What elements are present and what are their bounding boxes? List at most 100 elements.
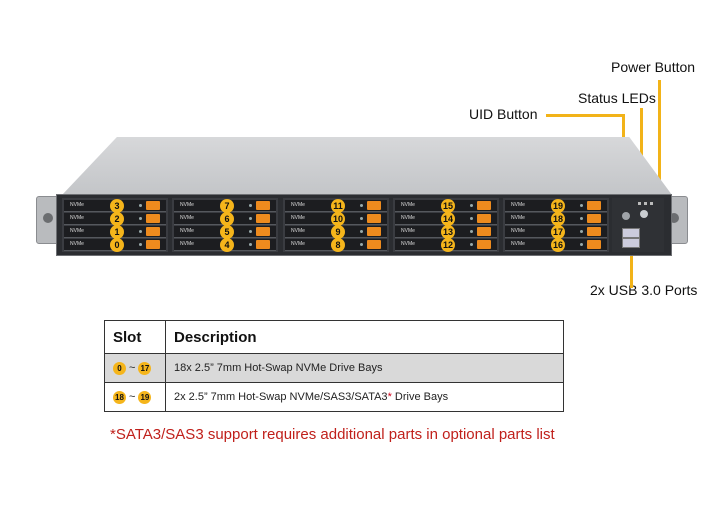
uid-button[interactable] (622, 212, 630, 220)
drive-led-icon (470, 204, 473, 207)
drive-bay[interactable]: NVMe 9 (285, 225, 387, 239)
status-led-icon (650, 202, 653, 205)
slot-badge: 17 (138, 361, 152, 375)
table-row: 0~17 18x 2.5” 7mm Hot-Swap NVMe Drive Ba… (104, 353, 564, 383)
drive-latch[interactable] (256, 201, 270, 210)
drive-led-icon (360, 217, 363, 220)
slot-description-table: Slot Description 0~17 18x 2.5” 7mm Hot-S… (104, 320, 564, 412)
usb-port (622, 228, 640, 238)
leader-leds (640, 108, 643, 196)
drive-latch[interactable] (477, 227, 491, 236)
nvme-tag: NVMe (180, 215, 194, 221)
drive-latch[interactable] (367, 227, 381, 236)
status-led-icon (644, 202, 647, 205)
nvme-tag: NVMe (291, 228, 305, 234)
nvme-tag: NVMe (291, 202, 305, 208)
drive-latch[interactable] (367, 214, 381, 223)
nvme-tag: NVMe (70, 215, 84, 221)
slot-number-badge: 11 (331, 199, 345, 213)
power-button[interactable] (640, 210, 648, 218)
nvme-tag: NVMe (401, 202, 415, 208)
nvme-tag: NVMe (511, 215, 525, 221)
drive-led-icon (470, 217, 473, 220)
leader-usb (630, 238, 633, 288)
drive-latch[interactable] (146, 201, 160, 210)
drive-latch[interactable] (477, 201, 491, 210)
drive-led-icon (580, 230, 583, 233)
slot-number-badge: 9 (331, 225, 345, 239)
drive-latch[interactable] (146, 227, 160, 236)
drive-latch[interactable] (477, 240, 491, 249)
drive-bay[interactable]: NVMe 1 (64, 225, 166, 239)
slot-range: 18~19 (104, 382, 166, 412)
drive-led-icon (580, 217, 583, 220)
drive-led-icon (580, 243, 583, 246)
nvme-tag: NVMe (511, 228, 525, 234)
drive-latch[interactable] (477, 214, 491, 223)
drive-led-icon (360, 204, 363, 207)
drive-latch[interactable] (587, 240, 601, 249)
drive-latch[interactable] (146, 214, 160, 223)
drive-bay[interactable]: NVMe 11 (285, 199, 387, 213)
asterisk: * (387, 391, 392, 403)
header-slot: Slot (104, 320, 166, 354)
drive-led-icon (470, 243, 473, 246)
slot-number-badge: 10 (331, 212, 345, 226)
slot-number-badge: 7 (220, 199, 234, 213)
drive-led-icon (249, 217, 252, 220)
nvme-tag: NVMe (401, 228, 415, 234)
chassis-top-cover (62, 137, 672, 195)
drive-bay[interactable]: NVMe 18 (505, 212, 607, 226)
drive-latch[interactable] (587, 201, 601, 210)
drive-bay[interactable]: NVMe 2 (64, 212, 166, 226)
drive-bay[interactable]: NVMe 6 (174, 212, 276, 226)
table-row: 18~19 2x 2.5” 7mm Hot-Swap NVMe/SAS3/SAT… (104, 382, 564, 412)
drive-latch[interactable] (146, 240, 160, 249)
uid-button-label: UID Button (469, 106, 538, 122)
nvme-tag: NVMe (291, 215, 305, 221)
slot-number-badge: 0 (110, 238, 124, 252)
slot-number-badge: 6 (220, 212, 234, 226)
nvme-tag: NVMe (291, 241, 305, 247)
drive-led-icon (360, 230, 363, 233)
drive-bay[interactable]: NVMe 17 (505, 225, 607, 239)
status-leds-label: Status LEDs (578, 90, 656, 106)
drive-latch[interactable] (256, 240, 270, 249)
drive-latch[interactable] (587, 227, 601, 236)
slot-number-badge: 18 (551, 212, 565, 226)
drive-led-icon (139, 217, 142, 220)
drive-latch[interactable] (256, 227, 270, 236)
nvme-tag: NVMe (401, 215, 415, 221)
slot-number-badge: 2 (110, 212, 124, 226)
drive-latch[interactable] (367, 240, 381, 249)
description-cell: 2x 2.5” 7mm Hot-Swap NVMe/SAS3/SATA3* Dr… (165, 382, 564, 412)
drive-latch[interactable] (256, 214, 270, 223)
drive-bay[interactable]: NVMe 10 (285, 212, 387, 226)
nvme-tag: NVMe (70, 202, 84, 208)
drive-latch[interactable] (367, 201, 381, 210)
slot-number-badge: 17 (551, 225, 565, 239)
slot-number-badge: 1 (110, 225, 124, 239)
drive-led-icon (470, 230, 473, 233)
drive-led-icon (580, 204, 583, 207)
nvme-tag: NVMe (70, 228, 84, 234)
description-cell: 18x 2.5” 7mm Hot-Swap NVMe Drive Bays (165, 353, 564, 383)
drive-latch[interactable] (587, 214, 601, 223)
slot-range: 0~17 (104, 353, 166, 383)
